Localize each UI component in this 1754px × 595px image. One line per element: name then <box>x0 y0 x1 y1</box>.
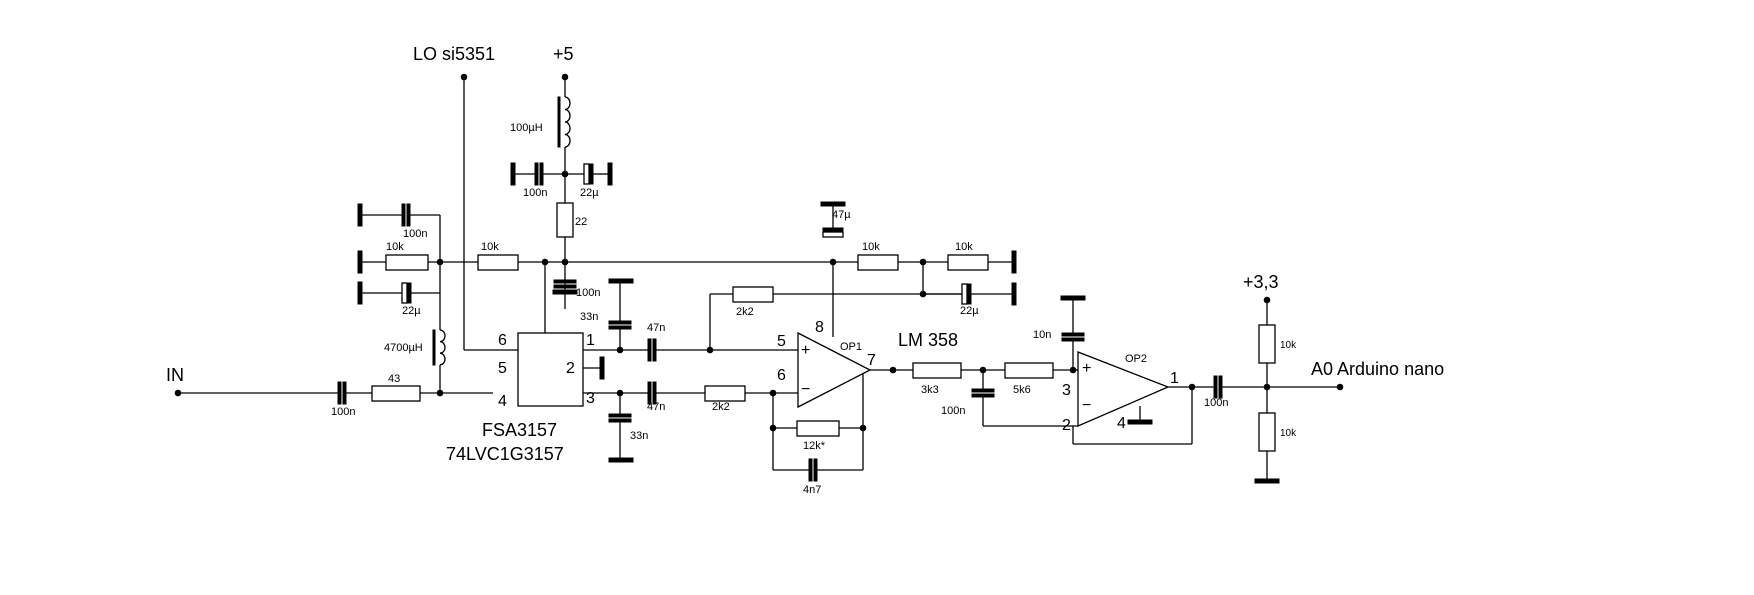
mux-pin-2: 2 <box>566 360 575 377</box>
op1-minus-sign: − <box>801 381 810 398</box>
op1-pin-7: 7 <box>867 352 876 369</box>
opamp-op1 <box>797 331 872 409</box>
label-c-100n-bias: 100n <box>403 228 427 240</box>
mux-pin-5: 5 <box>498 360 507 377</box>
label-r-2k2-in: 2k2 <box>712 401 730 413</box>
op2-pin-1: 1 <box>1170 370 1179 387</box>
label-r-3k3: 3k3 <box>921 384 939 396</box>
net-lo-label: LO si5351 <box>413 44 495 64</box>
mux-chip <box>517 332 584 407</box>
label-c-47n-top: 47n <box>647 322 665 334</box>
label-r-10k-out-top: 10k <box>1280 340 1297 351</box>
label-r-22: 22 <box>575 216 587 228</box>
label-r-12k: 12k* <box>803 440 826 452</box>
op1-plus-sign: + <box>801 342 810 359</box>
label-c-100n-vref: 100n <box>576 287 600 299</box>
label-c-33n-bot: 33n <box>630 430 648 442</box>
op2-pin-4: 4 <box>1117 415 1126 432</box>
op2-minus-sign: − <box>1082 397 1091 414</box>
label-r-10k-main: 10k <box>481 241 499 253</box>
label-c-100n-filter: 100n <box>941 405 965 417</box>
inductors <box>432 96 571 366</box>
mux-part-label: FSA3157 <box>482 420 557 440</box>
label-c-22u-div: 22µ <box>960 305 979 317</box>
ground-bars <box>357 162 1280 484</box>
net-5v-label: +5 <box>553 44 574 64</box>
mux-pin-3: 3 <box>586 390 595 407</box>
op1-label: OP1 <box>840 341 862 353</box>
opamp-part-label: LM 358 <box>898 330 958 350</box>
net-output-label: A0 Arduino nano <box>1311 359 1444 379</box>
mux-part-alt-label: 74LVC1G3157 <box>446 444 564 464</box>
label-c-10n-filter: 10n <box>1033 329 1051 341</box>
junction-dots <box>174 73 1344 432</box>
label-r-10k-div-b: 10k <box>955 241 973 253</box>
label-c-33n-vref: 33n <box>580 311 598 323</box>
label-r-10k-bias-left: 10k <box>386 241 404 253</box>
label-l-100u: 100µH <box>510 122 543 134</box>
net-3v3-label: +3,3 <box>1243 272 1279 292</box>
label-c-47n-bot: 47n <box>647 401 665 413</box>
electrolytic-capacitors <box>401 163 972 305</box>
label-c-100n-supply: 100n <box>523 187 547 199</box>
label-r-2k2-fb: 2k2 <box>736 306 754 318</box>
resistors <box>371 202 1276 452</box>
mux-pin-6: 6 <box>498 332 507 349</box>
mux-pin-1: 1 <box>586 332 595 349</box>
op1-pin-6: 6 <box>777 367 786 384</box>
label-r-10k-out-bot: 10k <box>1280 428 1297 439</box>
label-r-43: 43 <box>388 373 400 385</box>
capacitors <box>337 162 1223 482</box>
net-in-label: IN <box>166 365 184 385</box>
op1-pin-8: 8 <box>815 319 824 336</box>
label-c-22u-bias: 22µ <box>402 305 421 317</box>
label-c-4n7: 4n7 <box>803 484 821 496</box>
wires <box>178 77 1340 479</box>
op2-plus-sign: + <box>1082 360 1091 377</box>
label-c-22u-supply: 22µ <box>580 187 599 199</box>
label-r-5k6: 5k6 <box>1013 384 1031 396</box>
label-l-4700u: 4700µH <box>384 342 423 354</box>
op2-pin-3: 3 <box>1062 382 1071 399</box>
op2-label: OP2 <box>1125 353 1147 365</box>
op2-pin-2: 2 <box>1062 417 1071 434</box>
label-c-47u-op: 47µ <box>832 209 851 221</box>
opamp-op2 <box>1077 351 1170 427</box>
label-r-10k-div-a: 10k <box>862 241 880 253</box>
mux-pin-4: 4 <box>498 393 507 410</box>
label-c-100n-out: 100n <box>1204 397 1228 409</box>
label-c-100n-in: 100n <box>331 406 355 418</box>
op1-pin-5: 5 <box>777 333 786 350</box>
labels: IN LO si5351 +5 +3,3 A0 Arduino nano FSA… <box>166 44 1444 496</box>
